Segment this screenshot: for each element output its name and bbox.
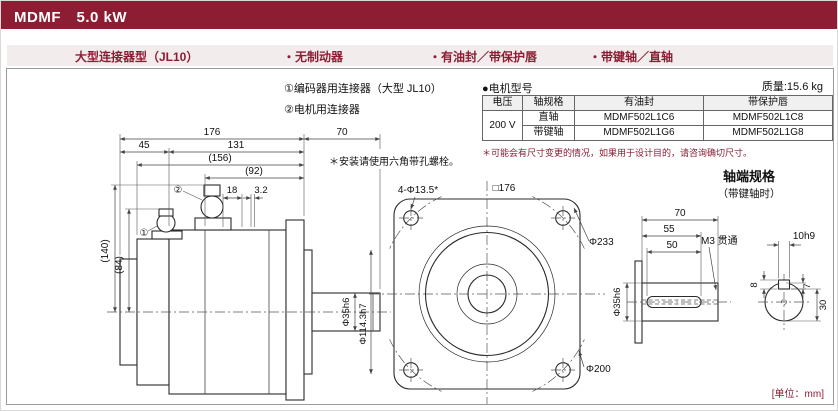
col-header-protective-lip: 带保护唇 [703,95,833,111]
dim-84: (84) [114,256,125,274]
subheader-brake: ・无制动器 [283,50,344,64]
spec-subheader: 大型连接器型（JL10） ・无制动器 ・有油封／带保护唇 ・带键轴／直轴 [7,45,833,66]
dim-key-30: 30 [818,300,829,311]
page-title: MDMF 5.0 kW [14,9,128,26]
dim-shaft-diameter: Φ35h6 [341,298,352,327]
dim-spigot-diameter: Φ114.3h7 [358,303,369,344]
dim-square-176: □176 [493,183,516,194]
side-view-dimensions: 176 45 131 (156) (92) 18 [100,127,381,375]
dim-200: Φ200 [586,364,611,375]
subheader-shaft: ・带键轴／直轴 [589,50,674,64]
dim-key-70: 70 [674,208,686,219]
motor-model-table: 电压 轴规格 有油封 带保护唇 200 V 直轴 MDMF502L1C6 MDM… [482,95,833,141]
dimension-change-note: ＊可能会有尺寸变更的情况，如果用于设计目的，请咨询确切尺寸。 [482,148,753,158]
dim-total-length: 176 [204,127,221,138]
table-header-row: 电压 轴规格 有油封 带保护唇 [482,95,833,111]
dim-131: 131 [228,140,245,151]
motor-connector [194,217,232,231]
legend-motor-connector: ②电机用连接器 [284,104,360,116]
mounting-bolt-note: ＊安装请使用六角带孔螺栓。 [329,153,459,168]
dimension-drawing: ① ② 176 45 131 (156) [100,127,829,404]
shaft-end-subtitle: （带键轴时） [718,187,781,200]
callout-2-mark: ② [174,185,183,196]
dim-key-8: 8 [749,282,760,287]
unit-note: [单位：mm] [771,389,824,400]
dim-156: (156) [208,153,231,164]
model-number-cell: MDMF502L1C8 [703,110,833,126]
dim-key-50: 50 [666,240,678,251]
shaft-end-detail: 轴端规格 （带键轴时） 70 55 50 M3 贯通 [612,169,829,344]
model-number-cell: MDMF502L1G8 [703,125,833,141]
shaft-type-cell: 直轴 [522,110,575,126]
motor-front-view: □176 4-Φ13.5* Φ233 Φ200 [369,181,614,404]
drawing-panel: ① ② 176 45 131 (156) [6,68,834,405]
table-row-key-shaft: 带键轴 MDMF502L1G6 MDMF502L1G8 [483,125,833,141]
mass-value: 质量:15.6 kg [761,81,823,93]
model-number-cell: MDMF502L1G6 [574,125,704,141]
table-row-straight-shaft: 200 V 直轴 MDMF502L1C6 MDMF502L1C8 [482,110,833,141]
dim-45: 45 [138,140,150,151]
voltage-cell: 200 V [482,110,523,141]
keyway [646,295,702,309]
dim-140: (140) [100,239,111,262]
col-header-voltage: 电压 [482,95,523,111]
dim-mounting-holes: 4-Φ13.5* [398,185,438,196]
dim-3-2: 3.2 [254,185,267,196]
col-header-shaft-spec: 轴规格 [522,95,575,111]
col-header-oil-seal: 有油封 [574,95,704,111]
key-section [777,279,791,290]
dim-18: 18 [227,185,238,196]
motor-side-view: ① ② [107,184,391,401]
dim-key-55: 55 [663,224,675,235]
dim-key-7: 7 [802,283,813,288]
dim-233: Φ233 [589,237,614,248]
dim-shaft-length: 70 [336,127,348,138]
title-banner: MDMF 5.0 kW [1,1,837,29]
subheader-connector-type: 大型连接器型（JL10） [75,50,199,64]
shaft-type-cell: 带键轴 [522,125,575,141]
dim-92: (92) [245,166,263,177]
flange [285,219,305,401]
legend-encoder-connector: ①编码器用连接器（大型 JL10） [284,83,442,95]
model-table-label: ●电机型号 [482,83,533,95]
dim-shaft-diameter-2: Φ35h6 [612,288,623,317]
callout-1-mark: ① [140,228,149,239]
dim-tap-m3: M3 贯通 [701,235,738,247]
model-number-cell: MDMF502L1C6 [574,110,704,126]
dim-key-width: 10h9 [793,231,816,242]
shaft-end-title: 轴端规格 [723,169,776,184]
subheader-oil-seal: ・有油封／带保护唇 [429,50,538,64]
